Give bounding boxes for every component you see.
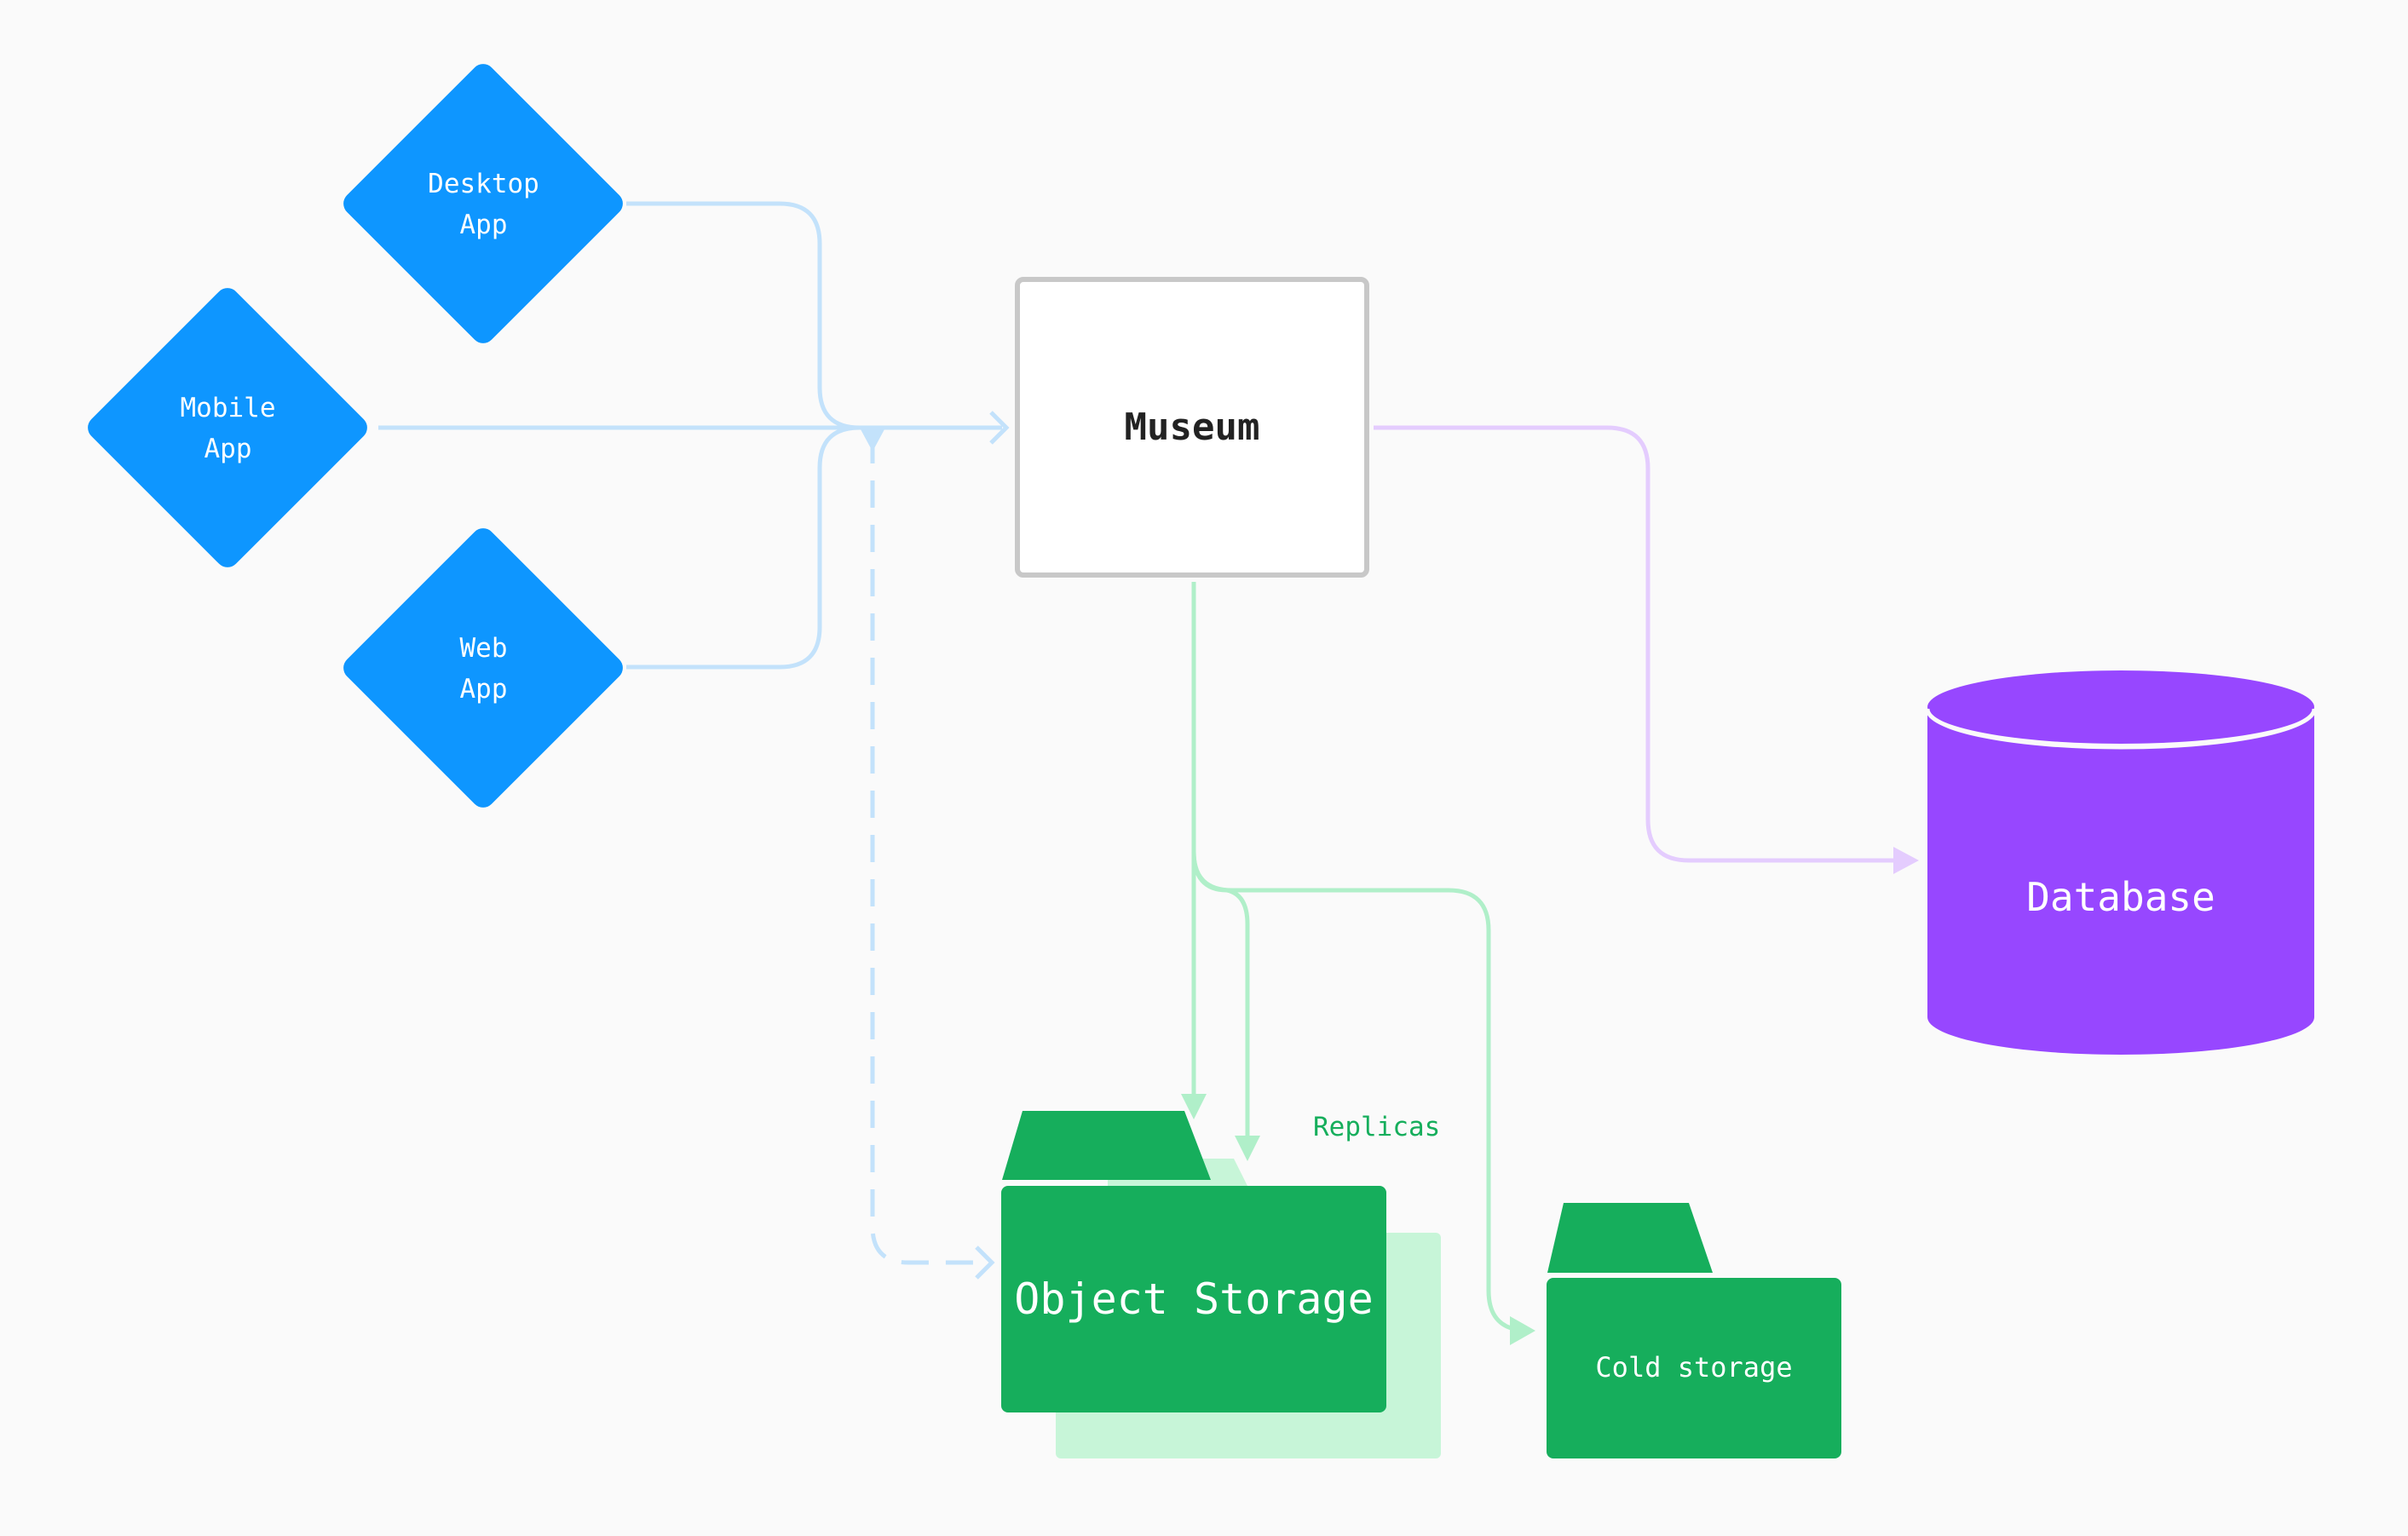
object-storage-primary-arrow-head xyxy=(1181,1094,1207,1119)
connector-museum-to-cold-storage xyxy=(1191,851,1529,1333)
connector-web-to-museum xyxy=(626,425,861,670)
database-cylinder-body xyxy=(1927,709,2314,1055)
replicas-label: Replicas xyxy=(1313,1112,1441,1142)
client-mobile-label: Mobile App xyxy=(78,277,377,579)
cold-storage-folder-body xyxy=(1547,1278,1841,1458)
client-label-line1: Web xyxy=(459,632,508,664)
connector-museum-to-database xyxy=(1374,425,1900,863)
database-arrow-head xyxy=(1893,847,1919,874)
client-desktop-app: Desktop App xyxy=(338,59,628,348)
database-cylinder: Database xyxy=(1925,668,2317,1055)
database-label: Database xyxy=(2026,874,2215,920)
cold-storage-folder-tab xyxy=(1547,1203,1713,1273)
client-label-line2: App xyxy=(459,209,508,240)
client-web-label: Web App xyxy=(345,530,622,807)
client-label-line2: App xyxy=(204,433,252,464)
client-label-line1: Desktop xyxy=(428,168,539,199)
object-storage-folder: Object Storage xyxy=(1001,1111,1441,1458)
client-label-line2: App xyxy=(459,673,508,705)
client-desktop-label: Desktop App xyxy=(345,66,622,342)
object-storage-folder-tab xyxy=(1002,1111,1211,1180)
connector-desktop-to-museum xyxy=(626,201,861,430)
client-label-line1: Mobile xyxy=(180,392,276,423)
object-storage-arrow-head xyxy=(975,1245,995,1280)
museum-arrow-head xyxy=(989,411,1010,445)
database-cylinder-top xyxy=(1927,670,2314,744)
object-storage-label: Object Storage xyxy=(1014,1274,1373,1324)
museum-label: Museum xyxy=(1124,406,1260,449)
cold-storage-folder: Cold storage xyxy=(1547,1203,1841,1458)
client-mobile-app: Mobile App xyxy=(78,277,377,579)
cold-storage-label: Cold storage xyxy=(1595,1351,1792,1384)
object-storage-folder-body xyxy=(1001,1186,1386,1412)
dashed-junction-marker xyxy=(861,429,884,452)
client-web-app: Web App xyxy=(338,523,628,813)
replicas-arrow-head xyxy=(1235,1136,1260,1161)
connector-dashed-to-object-storage xyxy=(870,436,987,1265)
database-cylinder-lip xyxy=(1925,708,2317,750)
museum-server: Museum xyxy=(1015,277,1369,578)
cold-storage-arrow-head xyxy=(1510,1316,1535,1345)
